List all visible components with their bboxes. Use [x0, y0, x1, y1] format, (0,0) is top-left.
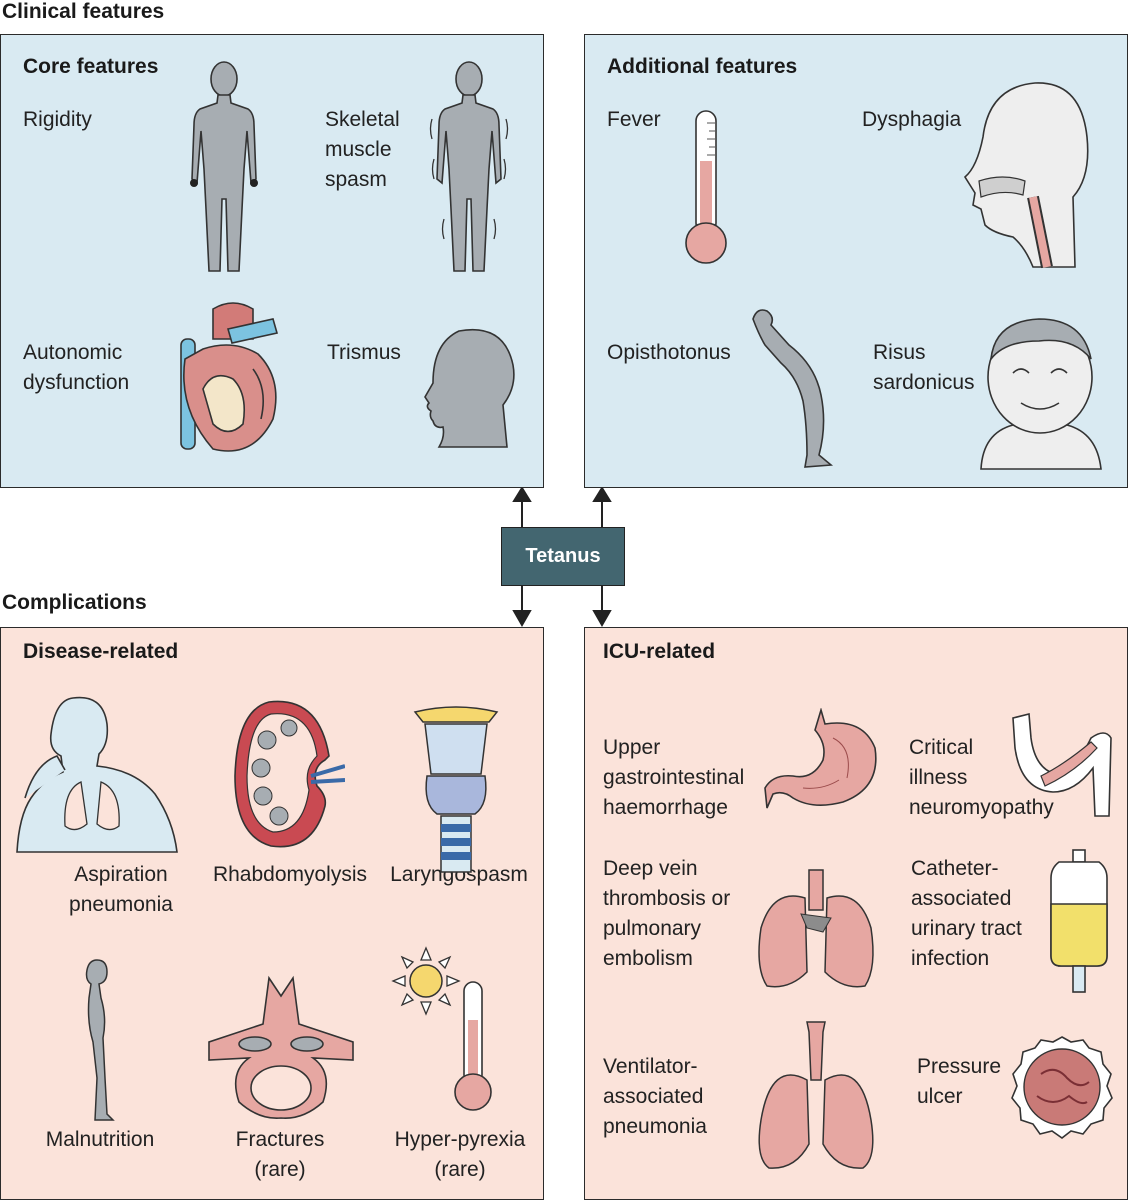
throat-cross-section-icon: [963, 82, 1089, 269]
spasm-body-icon: [429, 61, 509, 272]
clinical-features-heading: Clinical features: [2, 0, 165, 23]
connector-arrows: [512, 486, 612, 628]
aspiration-pneumonia-label: Aspiration pneumonia: [69, 863, 173, 916]
rigidity-label: Rigidity: [23, 108, 92, 131]
vertebra-icon: [208, 975, 354, 1119]
disease-related-panel: Disease-related Aspiration pneumonia Rha…: [0, 627, 544, 1200]
risus-sardonicus-label: Risus sardonicus: [873, 341, 975, 394]
lungs-icon: [758, 869, 874, 988]
additional-features-panel: Additional features Fever Dysphagia Opis…: [584, 34, 1128, 488]
icu-related-panel: ICU-related Upper gastrointestinal haemo…: [584, 627, 1128, 1200]
tetanus-box: Tetanus: [501, 527, 625, 586]
larynx-icon: [413, 706, 499, 873]
kidney-icon: [234, 700, 345, 848]
vap-label: Ventilator- associated pneumonia: [603, 1055, 707, 1138]
core-features-panel: Core features Rigidity Skeletal muscle s…: [0, 34, 544, 488]
ulcer-icon: [1011, 1036, 1113, 1139]
thin-body-icon: [85, 959, 115, 1121]
human-body-icon: [190, 61, 258, 272]
fractures-label: Fractures (rare): [235, 1128, 325, 1181]
heart-icon: [180, 302, 279, 452]
cauti-label: Catheter- associated urinary tract infec…: [911, 857, 1022, 970]
core-features-title: Core features: [23, 55, 159, 78]
thermometer-icon: [454, 981, 492, 1111]
urine-bag-icon: [1050, 849, 1108, 993]
rhabdomyolysis-label: Rhabdomyolysis: [212, 863, 368, 886]
hyper-pyrexia-label: Hyper-pyrexia (rare): [394, 1128, 526, 1181]
icu-related-title: ICU-related: [603, 640, 716, 663]
child-face-icon: [980, 318, 1102, 470]
tetanus-label: Tetanus: [525, 545, 601, 567]
critical-illness-label: Critical illness neuromyopathy: [909, 736, 1054, 819]
head-profile-icon: [424, 329, 515, 448]
pressure-ulcer-label: Pressure ulcer: [917, 1055, 1002, 1108]
disease-related-title: Disease-related: [23, 640, 179, 663]
complications-heading: Complications: [2, 591, 147, 614]
stomach-icon: [764, 708, 877, 809]
gi-haemorrhage-label: Upper gastrointestinal haemorrhage: [603, 736, 745, 819]
autonomic-dysfunction-label: Autonomic dysfunction: [23, 341, 130, 394]
arched-body-icon: [752, 309, 834, 468]
malnutrition-label: Malnutrition: [45, 1128, 155, 1151]
lungs-icon: [16, 696, 178, 853]
arm-muscle-icon: [1012, 712, 1112, 817]
lungs-icon: [758, 1021, 874, 1169]
fever-label: Fever: [607, 108, 661, 131]
laryngospasm-label: Laryngospasm: [390, 863, 528, 886]
thermometer-icon: [685, 110, 727, 264]
skeletal-muscle-spasm-label: Skeletal muscle spasm: [325, 108, 400, 191]
dvt-label: Deep vein thrombosis or pulmonary emboli…: [603, 857, 731, 970]
sun-icon: [391, 946, 461, 1016]
opisthotonus-label: Opisthotonus: [607, 341, 731, 364]
trismus-label: Trismus: [327, 341, 401, 364]
dysphagia-label: Dysphagia: [862, 108, 962, 131]
additional-features-title: Additional features: [607, 55, 798, 78]
